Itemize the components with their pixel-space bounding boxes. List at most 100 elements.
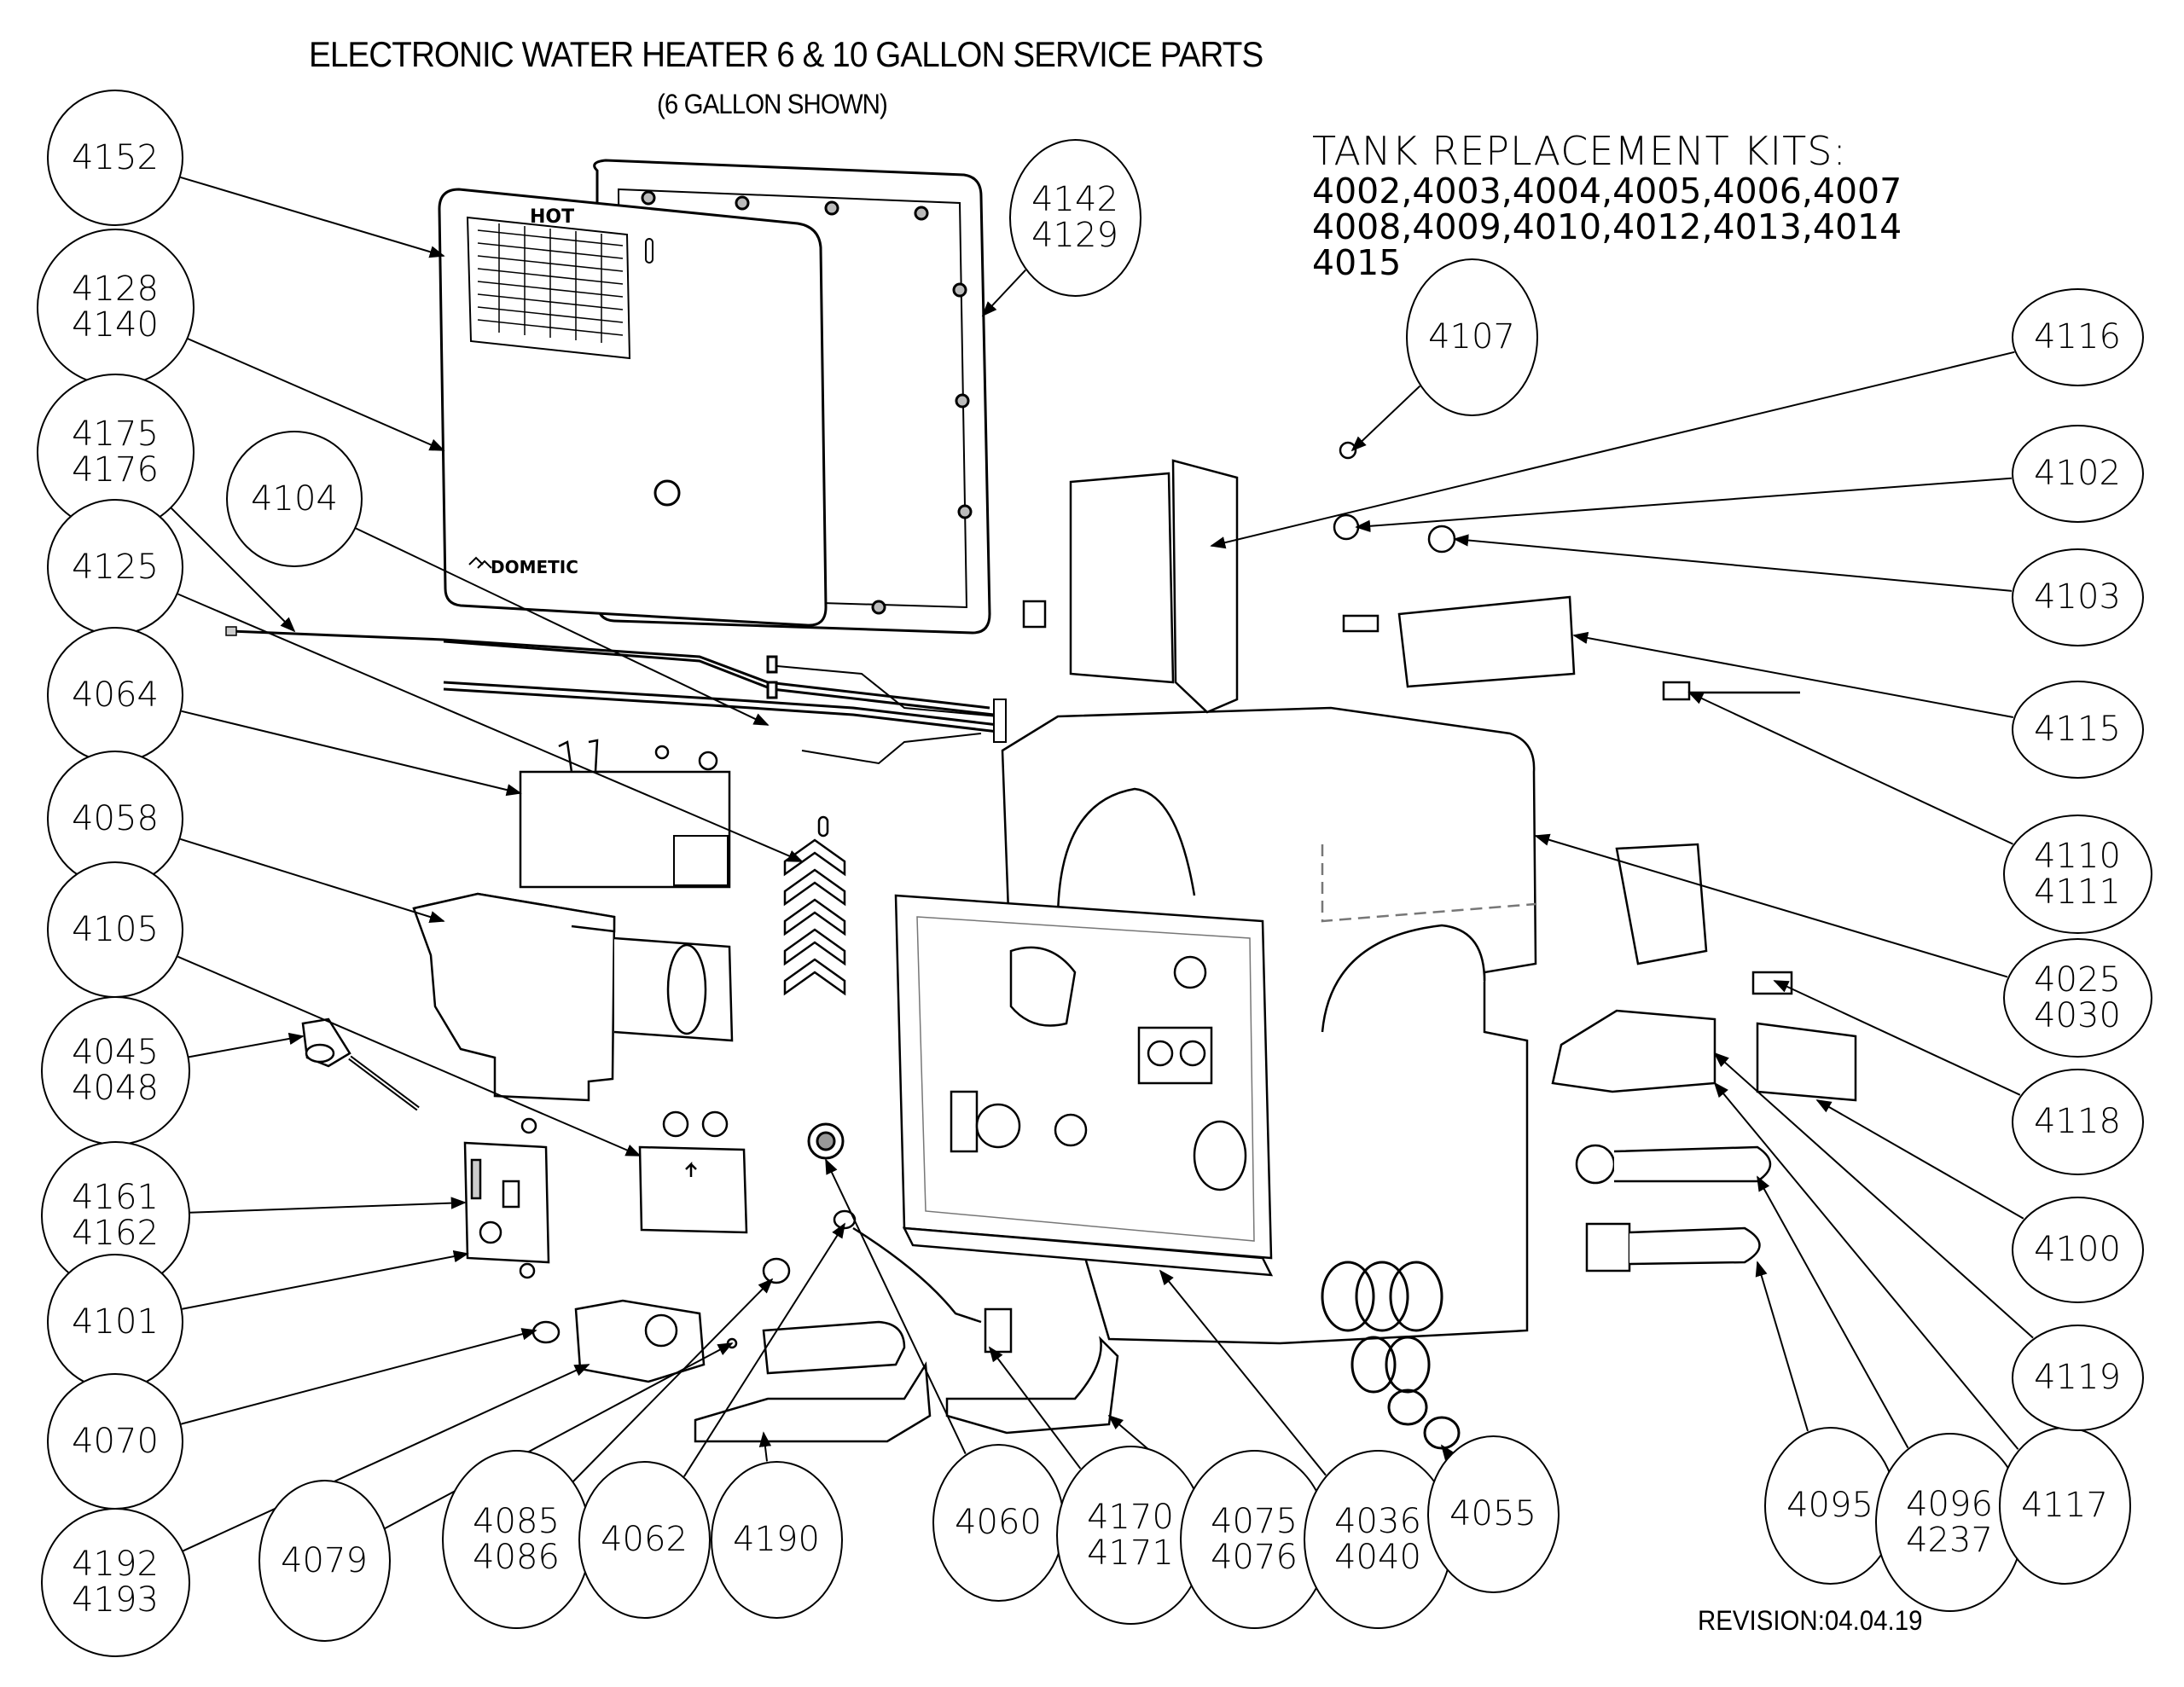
leader-line-4110	[1687, 692, 2013, 845]
part-number: 4117	[2021, 1486, 2108, 1525]
part-number: 4030	[2034, 996, 2121, 1035]
part-number: 4140	[72, 305, 159, 345]
callout-4055[interactable]: 4055	[1426, 1435, 1560, 1593]
part-number: 4111	[2034, 872, 2121, 912]
part-number: 4040	[1334, 1538, 1421, 1577]
part-number: 4048	[72, 1069, 159, 1108]
part-number: 4064	[72, 675, 159, 715]
callout-4117[interactable]: 4117	[1998, 1426, 2131, 1585]
leader-line-4161	[189, 1197, 467, 1214]
part-number: 4105	[72, 910, 159, 949]
o-rings-part	[1321, 1261, 1461, 1450]
part-number: 4119	[2034, 1358, 2121, 1397]
part-number: 4170	[1087, 1498, 1174, 1537]
callout-4060[interactable]: 4060	[932, 1443, 1065, 1602]
callout-4115[interactable]: 4115	[2011, 680, 2144, 779]
leader-line-4060	[825, 1158, 967, 1454]
callout-4101[interactable]: 4101	[47, 1254, 183, 1390]
part-number: 4237	[1906, 1521, 1993, 1560]
tank-kits-heading: TANK REPLACEMENT KITS:	[1312, 128, 1847, 174]
part-number: 4142	[1031, 180, 1118, 219]
part-number: 4062	[601, 1520, 688, 1559]
plug-part	[807, 1122, 845, 1160]
burner-tube-part	[694, 1307, 1119, 1443]
leader-line-4079	[384, 1342, 734, 1529]
callout-4107[interactable]: 4107	[1405, 258, 1538, 416]
callout-4062[interactable]: 4062	[578, 1460, 711, 1619]
revision-label: REVISION:04.04.19	[1698, 1605, 1923, 1636]
leader-line-4100	[1815, 1099, 2024, 1220]
part-number: 4076	[1211, 1538, 1298, 1577]
callout-4116[interactable]: 4116	[2011, 287, 2144, 386]
leader-line-4170	[988, 1346, 1082, 1470]
part-number: 4058	[72, 799, 159, 838]
leader-line-4095	[1755, 1261, 1809, 1432]
part-number: 4192	[72, 1545, 159, 1584]
part-number: 4095	[1786, 1486, 1873, 1525]
part-number: 4190	[733, 1520, 820, 1559]
part-number: 4100	[2034, 1230, 2121, 1269]
callout-4095[interactable]: 4095	[1763, 1426, 1896, 1585]
leader-line-4064	[181, 710, 522, 797]
callout-4079[interactable]: 4079	[258, 1480, 391, 1642]
leader-line-4025	[1534, 833, 2008, 978]
callout-4070[interactable]: 4070	[47, 1373, 183, 1510]
callout-4118[interactable]: 4118	[2011, 1068, 2144, 1175]
callout-4190[interactable]: 4190	[710, 1460, 843, 1619]
part-number: 4115	[2034, 710, 2121, 749]
part-number: 4085	[473, 1502, 560, 1541]
brand-logo-text: DOMETIC	[491, 557, 578, 577]
leader-line-4055	[1440, 1444, 1455, 1461]
eco-thermostat-part	[638, 1110, 748, 1234]
leader-line-4105	[177, 955, 642, 1157]
part-number: 4086	[473, 1538, 560, 1577]
callout-4102[interactable]: 4102	[2011, 424, 2144, 523]
part-number: 4152	[72, 138, 159, 177]
part-number: 4193	[72, 1580, 159, 1620]
callout-4105[interactable]: 4105	[47, 861, 183, 998]
callout-4152[interactable]: 4152	[47, 90, 183, 226]
vent-grille-part	[466, 216, 631, 360]
callout-4103[interactable]: 4103	[2011, 548, 2144, 646]
part-number: 4060	[955, 1503, 1042, 1542]
part-number: 4103	[2034, 577, 2121, 617]
leader-line-4175	[170, 507, 296, 633]
callout-4119[interactable]: 4119	[2011, 1324, 2144, 1431]
gas-valve-part	[531, 1299, 706, 1383]
diagram-subtitle: (6 GALLON SHOWN)	[657, 89, 888, 119]
part-number: 4171	[1087, 1533, 1174, 1573]
leader-line-4117	[1713, 1081, 2019, 1450]
insulation-pad-tab	[673, 835, 729, 886]
part-number: 4161	[72, 1178, 159, 1217]
callout-4064[interactable]: 4064	[47, 627, 183, 763]
callout-4125[interactable]: 4125	[47, 499, 183, 635]
front-plate-part	[894, 894, 1274, 1277]
tank-kits-line: 4002,4003,4004,4005,4006,4007	[1312, 171, 1902, 212]
leader-line-4102	[1355, 477, 2012, 532]
leader-line-4096	[1757, 1175, 1909, 1449]
part-number: 4025	[2034, 960, 2121, 1000]
part-number: 4125	[72, 548, 159, 587]
relay-box-part	[1022, 459, 1239, 714]
door-panel-part: HOT DOMETIC	[438, 188, 828, 627]
leader-line-4116	[1210, 351, 2015, 549]
callout-4100[interactable]: 4100	[2011, 1196, 2144, 1303]
callout-4104[interactable]: 4104	[226, 431, 363, 567]
heating-element-part	[1575, 1144, 1772, 1272]
leader-line-4058	[180, 838, 445, 924]
hot-label: HOT	[530, 206, 574, 228]
drain-valve-part	[301, 1017, 420, 1111]
leader-line-4103	[1453, 534, 2013, 592]
switch-parts	[1333, 441, 1800, 701]
element-cover-part	[1551, 843, 1857, 1102]
